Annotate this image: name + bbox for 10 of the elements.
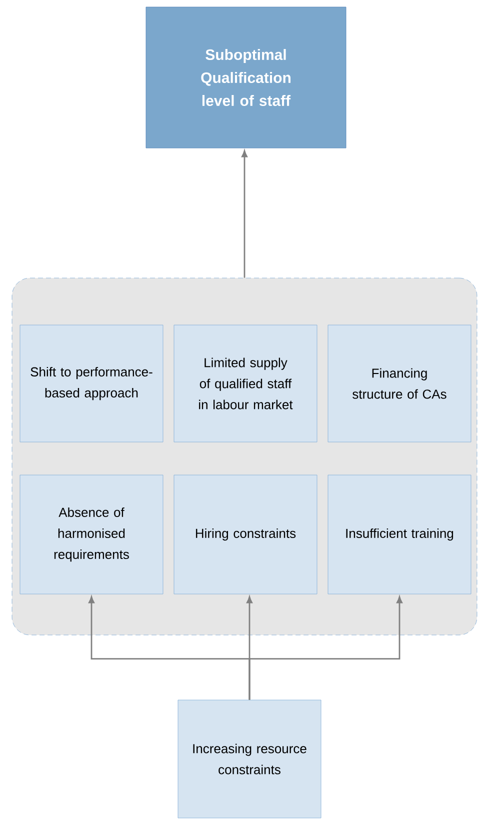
cause-box: Absence of harmonised requirements	[20, 474, 164, 594]
arrow	[242, 150, 248, 278]
arrow	[248, 596, 402, 700]
cause-box: Insufficient training	[328, 474, 472, 594]
cause-box: Financing structure of CAs	[328, 324, 472, 442]
cause-box: Hiring constraints	[174, 474, 318, 594]
cause-box: Shift to performance-based approach	[20, 324, 164, 442]
cause-box: Limited supply of qualified staff in labour market	[174, 324, 318, 442]
cause-box: Increasing resource constraints	[178, 700, 322, 818]
effect-box: Suboptimal Qualification level of staff	[146, 6, 346, 148]
